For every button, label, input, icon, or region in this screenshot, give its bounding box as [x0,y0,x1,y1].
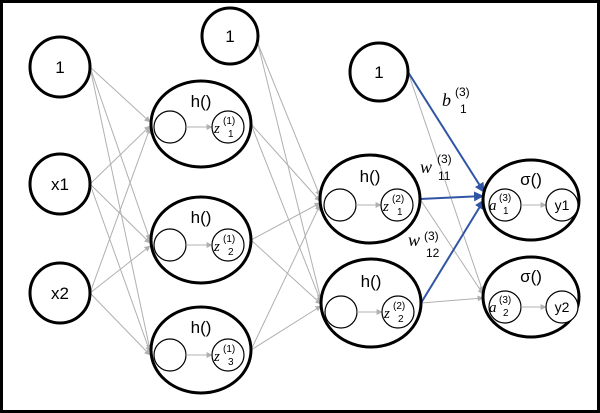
annotation-sub: 1 [460,102,467,116]
annotation-sup: (3) [437,152,452,166]
annotation-sub: 12 [426,246,440,260]
layer2-bias-node: 1 [348,41,410,103]
neuron-sup-label: (2) [392,194,404,205]
input-x1-label: x1 [51,175,69,194]
neuron-sub-label: 1 [503,206,509,217]
layer1-neuron-3: h() z (1) 3 [149,305,253,395]
neuron-var-label: z [383,306,390,322]
output-y-label: y2 [555,299,570,315]
annotation-sub: 11 [438,169,451,183]
neuron-func-label: σ() [520,170,542,189]
neuron-var-label: z [382,199,389,215]
connection-arrow [89,183,152,353]
layer2-neuron-1: h() z (2) 1 [318,153,422,245]
connection-arrow [250,239,322,305]
annotation-sup: (3) [455,85,470,99]
neuron-sub-label: 1 [228,129,234,140]
neuron-sub-label: 2 [503,308,509,319]
neuron-func-label: σ() [520,267,542,286]
connection-arrow [89,66,152,351]
annotation-var: b [442,90,451,110]
connection-arrow [250,305,322,351]
connection-arrow [420,295,484,304]
connection-arrow [250,202,321,241]
input-x2-label: x2 [51,284,69,303]
highlighted-weight-arrow [419,191,484,202]
w12-annotation: w (3) 12 [408,229,440,260]
connection-arrow [89,292,151,356]
input-x1-node: x1 [28,152,92,216]
connection-arrow [89,245,151,294]
neuron-sup-label: (3) [499,295,511,306]
neuron-sup-label: (2) [393,301,405,312]
neuron-func-label: h() [191,318,212,337]
w11-annotation: w (3) 11 [420,152,452,183]
connection-arrow [89,183,151,244]
connection-arrow [250,204,321,351]
connection-arrow [89,66,152,241]
annotation-sup: (3) [424,229,439,243]
neuron-var-label: z [213,121,220,137]
neuron-func-label: h() [361,272,382,291]
connection-arrow [89,66,151,123]
annotation-var: w [408,230,420,250]
output-neuron-1: σ() a (3) 1 y1 [481,158,581,242]
input-bias-label: 1 [55,58,64,77]
neuron-sub-label: 3 [228,357,234,368]
connection-arrow [257,43,323,301]
layer1-bias-node: 1 [200,6,260,66]
highlighted-weight-arrow [407,71,485,193]
neuron-func-label: h() [191,92,212,111]
neuron-sup-label: (1) [223,116,235,127]
layer2-bias-label: 1 [374,63,383,82]
output-neuron-2: σ() a (3) 2 y2 [481,255,581,339]
input-x2-node: x2 [28,261,92,325]
connection-arrow [419,198,484,295]
layer1-neuron-1: h() z (1) 1 [149,79,253,169]
neural-network-diagram: 1 x1 x2 1 h() z (1) 1 h() z (1) 2 h() [28,6,581,395]
connection-arrow [89,125,151,185]
output-y-label: y1 [555,197,570,213]
layer2-neuron-2: h() z (2) 2 [319,257,423,349]
connection-edges [89,43,485,356]
connection-arrow [250,123,322,303]
neuron-func-label: h() [360,167,381,186]
neuron-sub-label: 2 [398,314,404,325]
connection-arrow [250,123,321,202]
neuron-sub-label: 2 [228,247,234,258]
highlighted-weight-arrow [420,199,485,304]
neuron-var-label: a [489,198,497,214]
neuron-var-label: z [213,239,220,255]
layer1-neuron-2: h() z (1) 2 [149,195,253,285]
neuron-sup-label: (3) [499,193,511,204]
connection-arrow [89,127,151,294]
input-bias-node: 1 [28,35,92,99]
neuron-sub-label: 1 [397,207,403,218]
annotation-var: w [420,157,432,177]
neuron-sup-label: (1) [223,344,235,355]
layer1-bias-label: 1 [225,27,234,46]
connection-arrow [407,71,485,293]
connection-arrow [257,43,321,197]
neuron-func-label: h() [191,208,212,227]
neuron-sup-label: (1) [223,234,235,245]
neuron-var-label: z [213,349,220,365]
neuron-var-label: a [489,300,497,316]
bias-annotation: b (3) 1 [442,85,470,116]
